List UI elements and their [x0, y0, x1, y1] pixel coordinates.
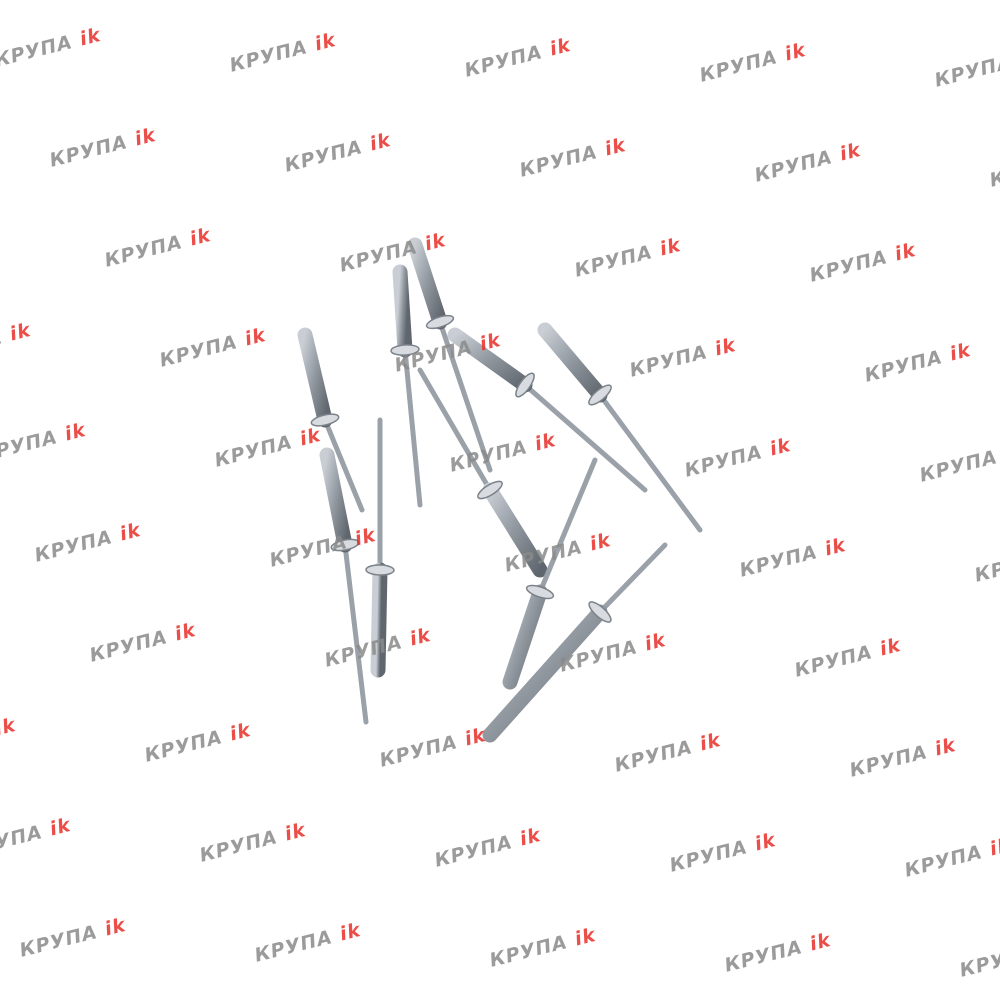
rivet-mandrel [522, 382, 648, 493]
rivet-body [502, 584, 548, 690]
rivet-body [297, 327, 333, 428]
rivet-flange [477, 480, 503, 500]
rivet-mandrel [322, 417, 365, 513]
rivet-flange [365, 564, 395, 576]
rivet-flange [588, 384, 612, 406]
rivet-flange [588, 601, 612, 623]
rivet-body [447, 327, 533, 393]
rivet-flange [425, 314, 455, 330]
rivet-mandrel [437, 319, 493, 473]
rivet-body [537, 322, 608, 403]
rivet-mandrel [417, 367, 493, 493]
rivet-mandrel [597, 542, 668, 615]
rivet-flange [390, 344, 420, 356]
rivet-mandrel [402, 347, 423, 508]
rivet-mandrel [537, 457, 598, 595]
rivet-body [392, 264, 413, 358]
watermark-logo: ik [987, 833, 1000, 861]
rivet-mandrel [342, 542, 369, 725]
rivet-mandrel [597, 392, 703, 533]
rivet-flange [515, 372, 535, 398]
rivet-body [407, 237, 448, 330]
rivet-body [319, 447, 353, 553]
rivet-body [482, 482, 548, 578]
rivet-body [482, 604, 608, 743]
rivet-flange [525, 584, 555, 600]
rivet-flange [310, 413, 340, 427]
rivet-flange [330, 538, 360, 552]
rivet-body [370, 562, 388, 678]
